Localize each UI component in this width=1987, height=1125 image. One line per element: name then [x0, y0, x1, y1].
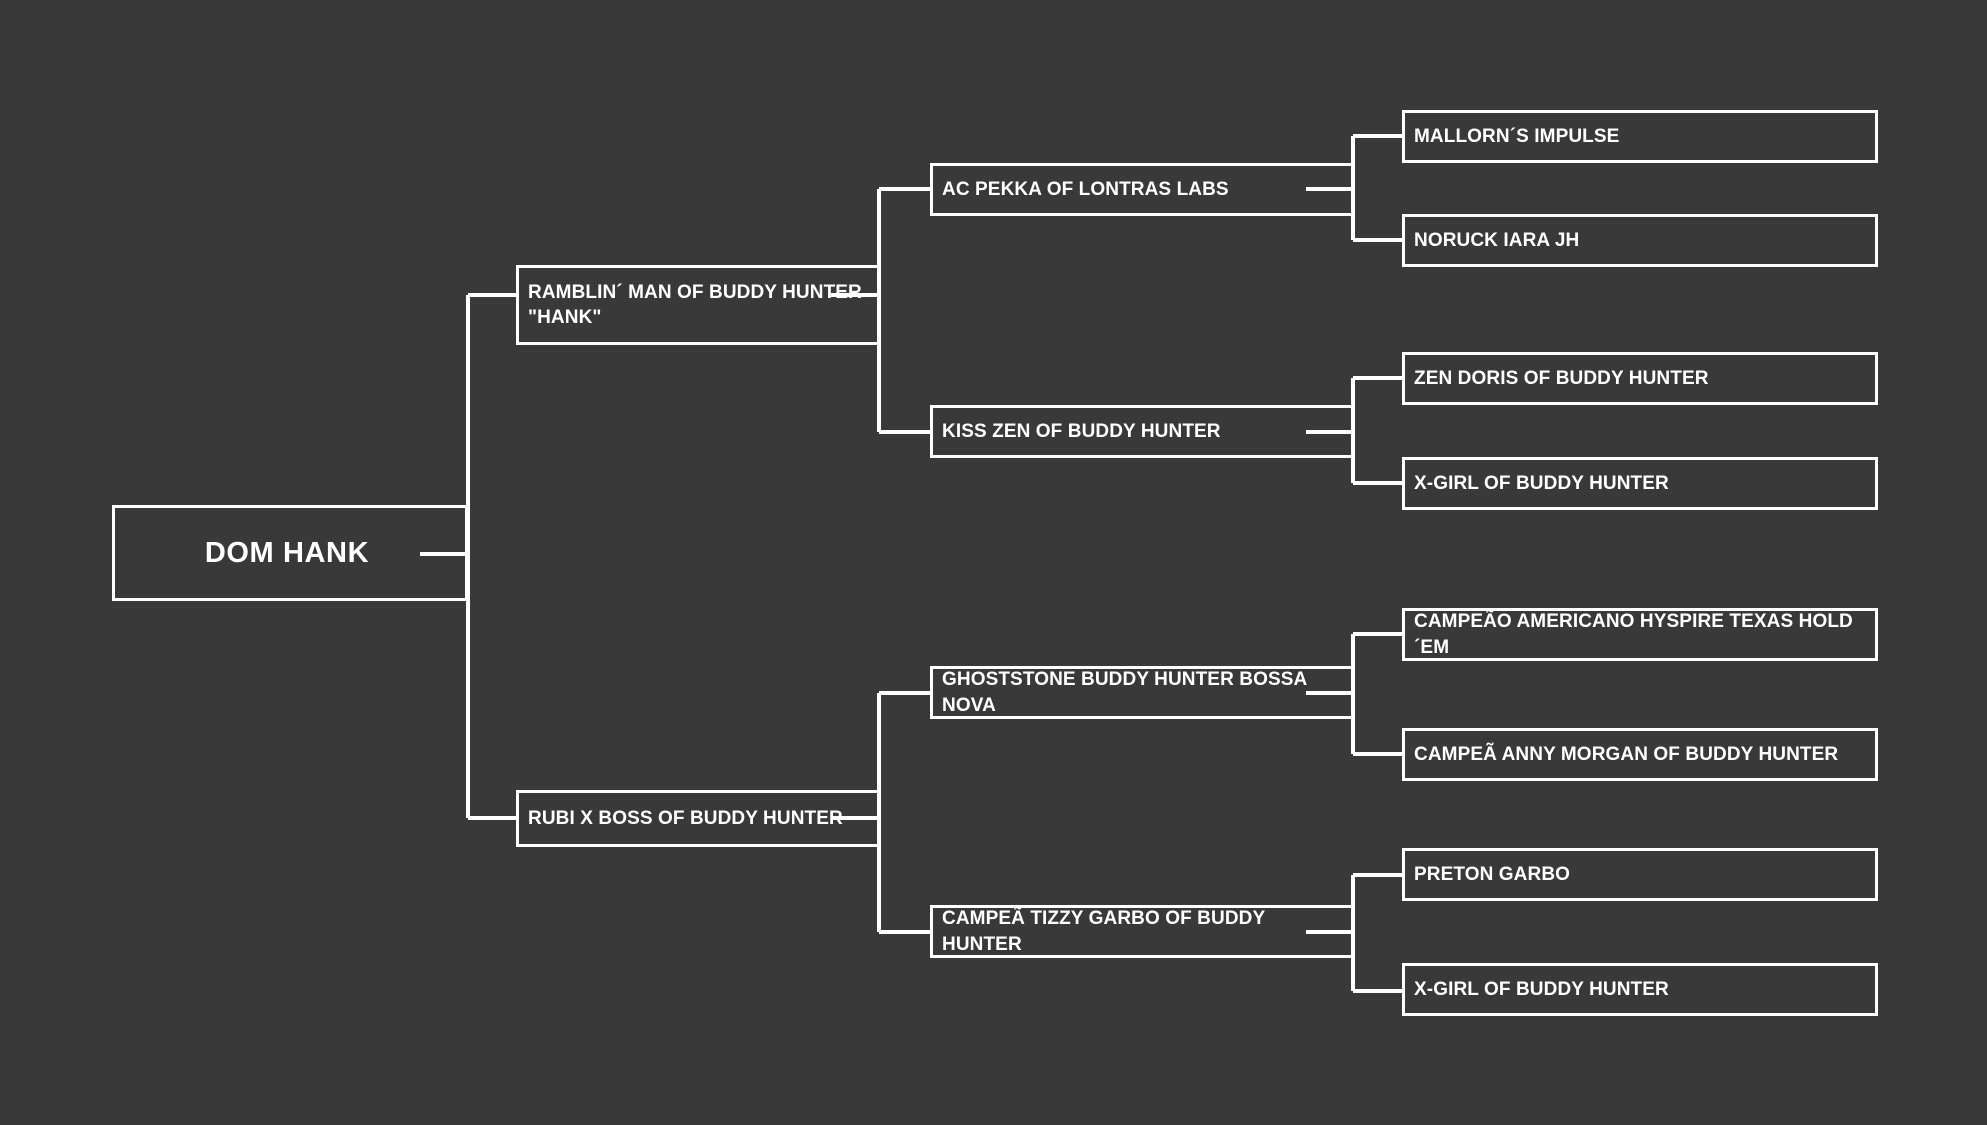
- node-label: CAMPEÃ TIZZY GARBO OF BUDDY HUNTER: [942, 908, 1265, 955]
- node-label: X-GIRL OF BUDDY HUNTER: [1414, 978, 1669, 1000]
- node-gen2-3[interactable]: CAMPEÃ TIZZY GARBO OF BUDDY HUNTER: [930, 905, 1354, 958]
- node-label: KISS ZEN OF BUDDY HUNTER: [942, 420, 1221, 442]
- node-gen3-1[interactable]: NORUCK IARA JH: [1402, 214, 1878, 267]
- node-gen3-6[interactable]: PRETON GARBO: [1402, 848, 1878, 901]
- node-gen1-dam[interactable]: RUBI X BOSS OF BUDDY HUNTER: [516, 790, 880, 847]
- node-gen2-0[interactable]: AC PEKKA OF LONTRAS LABS: [930, 163, 1354, 216]
- node-label: GHOSTSTONE BUDDY HUNTER BOSSA NOVA: [942, 669, 1307, 716]
- node-label: RAMBLIN´ MAN OF BUDDY HUNTER "HANK": [528, 281, 862, 328]
- node-gen2-2[interactable]: GHOSTSTONE BUDDY HUNTER BOSSA NOVA: [930, 666, 1354, 719]
- node-gen3-4[interactable]: CAMPEÃO AMERICANO HYSPIRE TEXAS HOLD´EM: [1402, 608, 1878, 661]
- node-gen1-sire[interactable]: RAMBLIN´ MAN OF BUDDY HUNTER "HANK": [516, 265, 880, 345]
- node-root-dom-hank[interactable]: DOM HANK: [112, 505, 468, 601]
- node-label: DOM HANK: [204, 536, 370, 569]
- node-gen3-5[interactable]: CAMPEÃ ANNY MORGAN OF BUDDY HUNTER: [1402, 728, 1878, 781]
- node-gen3-0[interactable]: MALLORN´S IMPULSE: [1402, 110, 1878, 163]
- node-gen2-1[interactable]: KISS ZEN OF BUDDY HUNTER: [930, 405, 1354, 458]
- node-gen3-2[interactable]: ZEN DORIS OF BUDDY HUNTER: [1402, 352, 1878, 405]
- node-label: CAMPEÃO AMERICANO HYSPIRE TEXAS HOLD´EM: [1414, 611, 1853, 658]
- node-label: NORUCK IARA JH: [1414, 229, 1580, 251]
- node-label: CAMPEÃ ANNY MORGAN OF BUDDY HUNTER: [1414, 743, 1839, 765]
- node-label: MALLORN´S IMPULSE: [1414, 125, 1620, 147]
- node-label: ZEN DORIS OF BUDDY HUNTER: [1414, 367, 1709, 389]
- node-gen3-3[interactable]: X-GIRL OF BUDDY HUNTER: [1402, 457, 1878, 510]
- node-label: PRETON GARBO: [1414, 863, 1571, 885]
- node-label: AC PEKKA OF LONTRAS LABS: [942, 178, 1229, 200]
- node-label: X-GIRL OF BUDDY HUNTER: [1414, 472, 1669, 494]
- node-label: RUBI X BOSS OF BUDDY HUNTER: [528, 807, 843, 829]
- node-gen3-7[interactable]: X-GIRL OF BUDDY HUNTER: [1402, 963, 1878, 1016]
